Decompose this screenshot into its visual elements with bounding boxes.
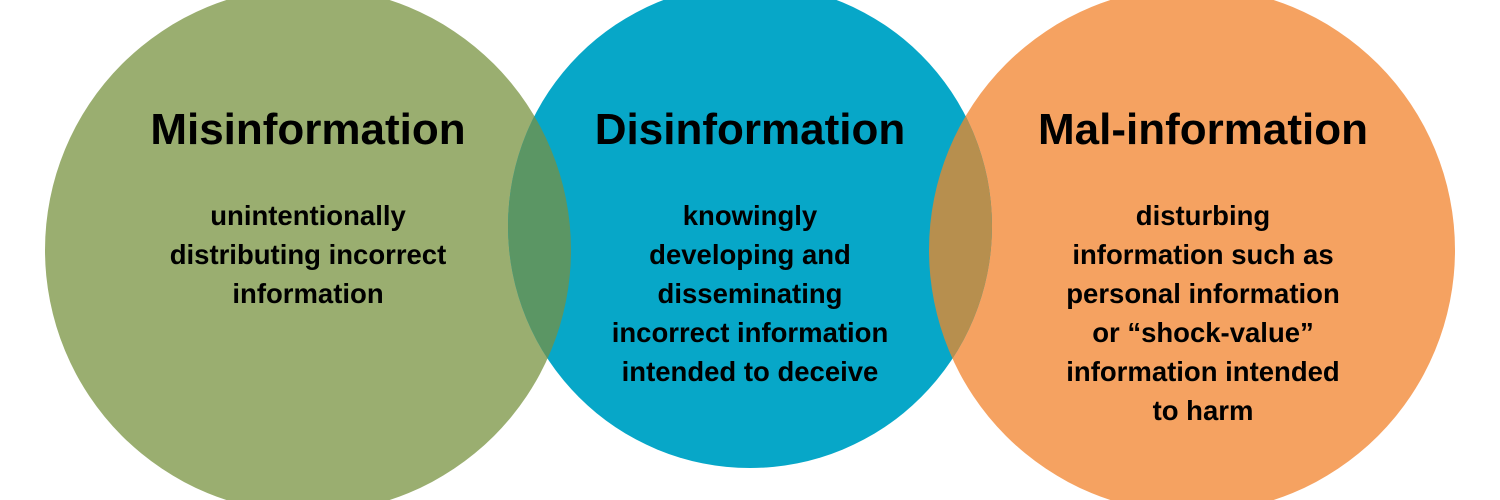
misinformation-description: unintentionally distributing incorrect i… bbox=[108, 196, 508, 313]
malinformation-circle bbox=[929, 0, 1455, 500]
description-line: information intended bbox=[1066, 356, 1340, 387]
description-line: information such as bbox=[1072, 239, 1334, 270]
disinformation-description: knowingly developing and disseminating i… bbox=[550, 196, 950, 391]
malinformation-label: Mal-information disturbing information s… bbox=[1003, 104, 1403, 430]
description-line: personal information bbox=[1066, 278, 1340, 309]
description-line: disturbing bbox=[1135, 200, 1271, 231]
description-line: unintentionally bbox=[210, 200, 406, 231]
misinformation-title: Misinformation bbox=[150, 105, 466, 154]
disinformation-title: Disinformation bbox=[594, 105, 906, 154]
description-line: developing and bbox=[649, 239, 851, 270]
malinformation-title: Mal-information bbox=[1038, 105, 1368, 154]
description-line: to harm bbox=[1152, 395, 1254, 426]
description-line: incorrect information bbox=[611, 317, 889, 348]
description-line: or “shock-value” bbox=[1092, 317, 1314, 348]
description-line: distributing incorrect bbox=[169, 239, 447, 270]
misinformation-circle bbox=[45, 0, 571, 500]
misinformation-label: Misinformation unintentionally distribut… bbox=[108, 104, 508, 313]
disinformation-label: Disinformation knowingly developing and … bbox=[550, 104, 950, 391]
malinformation-description: disturbing information such as personal … bbox=[1003, 196, 1403, 430]
description-line: disseminating bbox=[657, 278, 843, 309]
description-line: information bbox=[232, 278, 384, 309]
disinformation-circle bbox=[508, 0, 992, 468]
description-line: intended to deceive bbox=[621, 356, 879, 387]
description-line: knowingly bbox=[682, 200, 818, 231]
